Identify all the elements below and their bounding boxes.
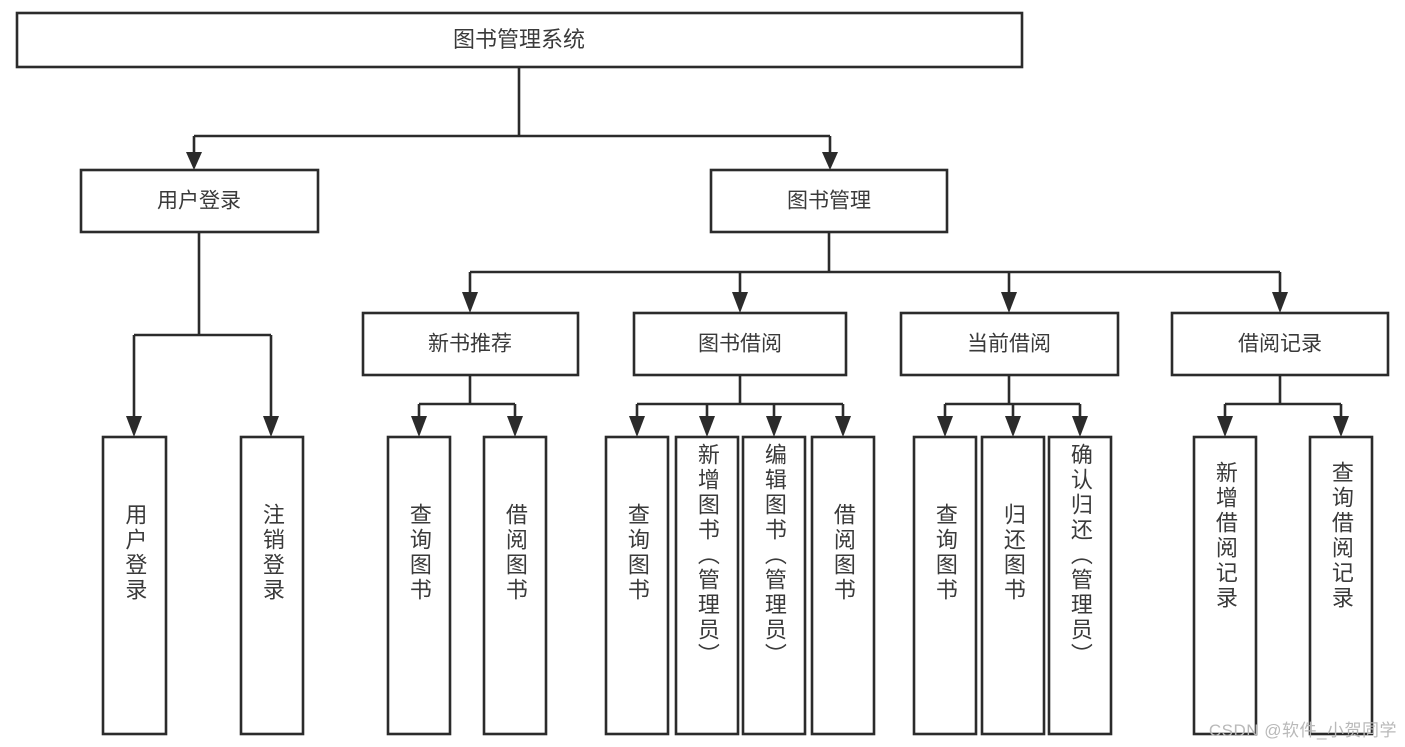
watermark: CSDN @软件_小贺同学 bbox=[1208, 721, 1397, 740]
leaf-box-logout[interactable] bbox=[239, 435, 305, 736]
connector-newbook-to-leaves bbox=[411, 375, 523, 437]
leaf-box-borrow-book[interactable] bbox=[810, 435, 876, 736]
connector-borrowrecord-to-leaves bbox=[1217, 375, 1349, 437]
leaf-box-confirm-return[interactable] bbox=[1047, 435, 1113, 736]
connector-root-to-level2 bbox=[186, 67, 838, 170]
leaf-box-query-borrow-record[interactable] bbox=[1308, 435, 1374, 736]
node-borrow-record-label: 借阅记录 bbox=[1238, 333, 1322, 356]
node-current-borrow-label: 当前借阅 bbox=[967, 333, 1051, 356]
leaf-box-query-book-rec[interactable] bbox=[386, 435, 452, 736]
connector-bookborrow-to-leaves bbox=[629, 375, 851, 437]
connector-userlogin-to-leaves bbox=[126, 232, 279, 437]
node-root-label: 图书管理系统 bbox=[453, 27, 585, 52]
node-user-login-label: 用户登录 bbox=[157, 190, 241, 213]
node-user-login[interactable]: 用户登录 bbox=[79, 168, 320, 234]
connector-currentborrow-to-leaves bbox=[937, 375, 1088, 437]
leaf-box-query-book-borrow[interactable] bbox=[604, 435, 670, 736]
leaf-box-query-book-current[interactable] bbox=[912, 435, 978, 736]
node-book-borrow-label: 图书借阅 bbox=[698, 333, 782, 356]
leaf-box-borrow-book-rec[interactable] bbox=[482, 435, 548, 736]
node-book-management-label: 图书管理 bbox=[787, 190, 871, 213]
connector-bookmgmt-to-level3 bbox=[462, 232, 1288, 313]
node-borrow-record[interactable]: 借阅记录 bbox=[1170, 311, 1390, 377]
node-book-borrow[interactable]: 图书借阅 bbox=[632, 311, 848, 377]
leaf-box-add-borrow-record[interactable] bbox=[1192, 435, 1258, 736]
node-new-book-recommend[interactable]: 新书推荐 bbox=[361, 311, 580, 377]
leaf-box-edit-book[interactable] bbox=[741, 435, 807, 736]
node-root[interactable]: 图书管理系统 bbox=[15, 11, 1024, 69]
node-book-management[interactable]: 图书管理 bbox=[709, 168, 949, 234]
leaf-box-return-book[interactable] bbox=[980, 435, 1046, 736]
node-new-book-recommend-label: 新书推荐 bbox=[428, 333, 512, 356]
node-current-borrow[interactable]: 当前借阅 bbox=[899, 311, 1120, 377]
leaf-box-add-book[interactable] bbox=[674, 435, 740, 736]
leaf-box-user-login[interactable] bbox=[101, 435, 168, 736]
